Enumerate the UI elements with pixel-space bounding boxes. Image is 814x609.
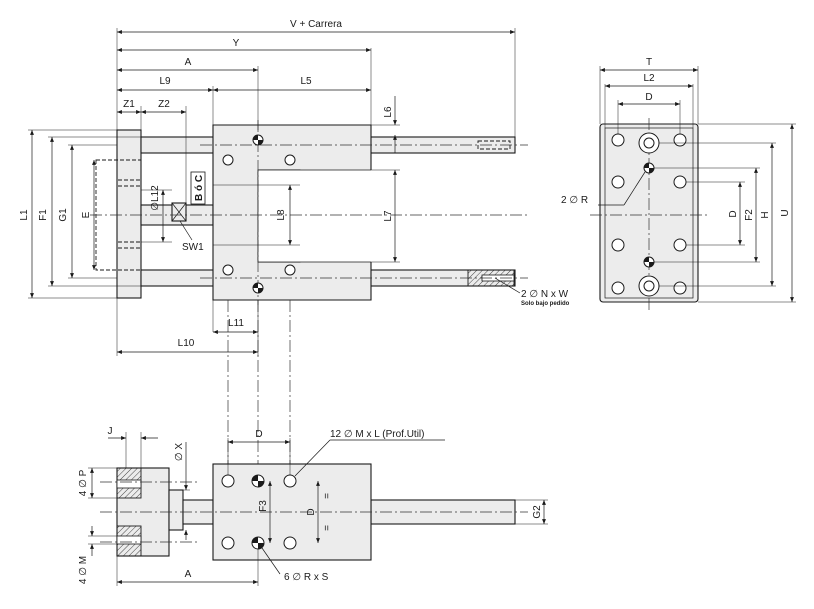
dim-d-vertical: D [306, 508, 317, 515]
dim-equal-lower: = [322, 525, 333, 531]
dim-6r: 6 ∅ R x S [284, 572, 329, 583]
dim-g1: G1 [58, 208, 69, 222]
dim-x: ∅ X [174, 443, 185, 461]
dim-l1: L1 [19, 209, 30, 221]
dim-a: A [185, 57, 192, 68]
dim-12m: 12 ∅ M x L (Prof.Util) [330, 429, 424, 440]
dim-d-bottom: D [255, 429, 262, 440]
dim-l9: L9 [159, 76, 171, 87]
dim-l11: L11 [228, 318, 244, 329]
top-rear-boss [168, 489, 184, 531]
dim-d-right: D [728, 210, 739, 217]
dim-z1: Z1 [123, 99, 135, 110]
dim-l6: L6 [383, 106, 394, 118]
dim-l2: L2 [643, 73, 655, 84]
carriage-hole [222, 264, 234, 276]
dim-d-top: D [645, 92, 652, 103]
dim-2nw: 2 ∅ N x W [521, 289, 569, 300]
dim-l12: ∅L12 [150, 185, 161, 211]
top-view: D 12 ∅ M x L (Prof.Util) F3 D = = G2 6 ∅… [78, 426, 548, 586]
carriage-hole [284, 264, 296, 276]
dim-f1: F1 [38, 209, 49, 221]
rear-plate [116, 129, 142, 299]
b-o-c-box [190, 171, 206, 205]
carriage-hole [284, 154, 296, 166]
dim-l8: L8 [276, 209, 287, 221]
dim-l10: L10 [178, 338, 195, 349]
dim-y: Y [233, 38, 240, 49]
dim-g2: G2 [532, 505, 543, 519]
side-view: T L2 D D F2 H U 2 ∅ R [561, 57, 796, 310]
dim-2r: 2 ∅ R [561, 195, 588, 206]
dim-a-bottom: A [185, 569, 192, 580]
dim-z2: Z2 [158, 99, 170, 110]
dim-b-o-c: B ó C [194, 175, 205, 201]
dim-e: E [81, 211, 92, 218]
dim-f2: F2 [744, 209, 755, 221]
dim-t: T [646, 57, 652, 68]
carriage-hole [222, 154, 234, 166]
dim-u: U [780, 209, 791, 216]
slot-opening [258, 170, 372, 262]
front-view: V + Carrera Y A L9 L5 Z1 Z2 L6 L7 [19, 19, 570, 475]
dim-equal-upper: = [322, 493, 333, 499]
dim-4p: 4 ∅ P [78, 469, 89, 496]
dim-l7: L7 [383, 210, 394, 222]
dim-j: J [108, 426, 113, 437]
dim-l5: L5 [300, 76, 312, 87]
dim-v-carrera: V + Carrera [290, 19, 342, 30]
note-solo-bajo-pedido: Solo bajo pedido [521, 301, 570, 307]
dim-f3: F3 [258, 500, 269, 512]
dim-sw1: SW1 [182, 242, 204, 253]
dim-4m: 4 ∅ M [78, 556, 89, 584]
dim-h: H [760, 211, 771, 218]
